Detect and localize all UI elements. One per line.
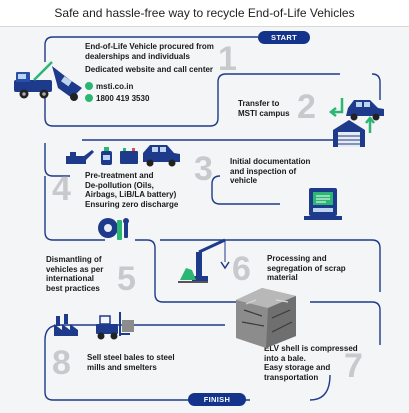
- car-side-icon: [143, 145, 180, 167]
- phone-text: 1800 419 3530: [96, 94, 150, 103]
- website-text: msti.co.in: [96, 82, 134, 91]
- website-line: msti.co.in: [85, 82, 133, 91]
- step-7-number: 7: [344, 347, 363, 385]
- tow-truck-icon: [14, 61, 82, 101]
- inspection-terminal-icon: [304, 188, 342, 220]
- scrap-bale-icon: [236, 288, 296, 348]
- step-3-number: 3: [194, 150, 213, 188]
- header-bar: Safe and hassle-free way to recycle End-…: [0, 0, 409, 27]
- phone-icon: [85, 94, 93, 102]
- step-5-number: 5: [117, 260, 136, 298]
- oil-can-icon: [66, 150, 94, 164]
- crane-icon: [178, 238, 230, 283]
- page-title: Safe and hassle-free way to recycle End-…: [54, 6, 355, 20]
- dismantling-tools-icon: [98, 218, 129, 240]
- forklift-icon: [96, 312, 134, 340]
- step-1-number: 1: [218, 40, 237, 78]
- globe-icon: [85, 82, 93, 90]
- phone-line: 1800 419 3530: [85, 94, 149, 103]
- finish-badge: FINISH: [188, 393, 246, 406]
- step-8-number: 8: [52, 344, 71, 382]
- factory-icon: [54, 314, 78, 336]
- step-2-number: 2: [297, 88, 316, 126]
- transfer-arrows-icon: [328, 98, 375, 133]
- start-badge: START: [258, 31, 310, 44]
- step-4-number: 4: [52, 170, 71, 208]
- battery-icon: [120, 148, 138, 164]
- warehouse-icon: [333, 120, 365, 147]
- oil-bottle-icon: [101, 147, 112, 165]
- car-icon: [346, 100, 384, 121]
- step-6-number: 6: [232, 250, 251, 288]
